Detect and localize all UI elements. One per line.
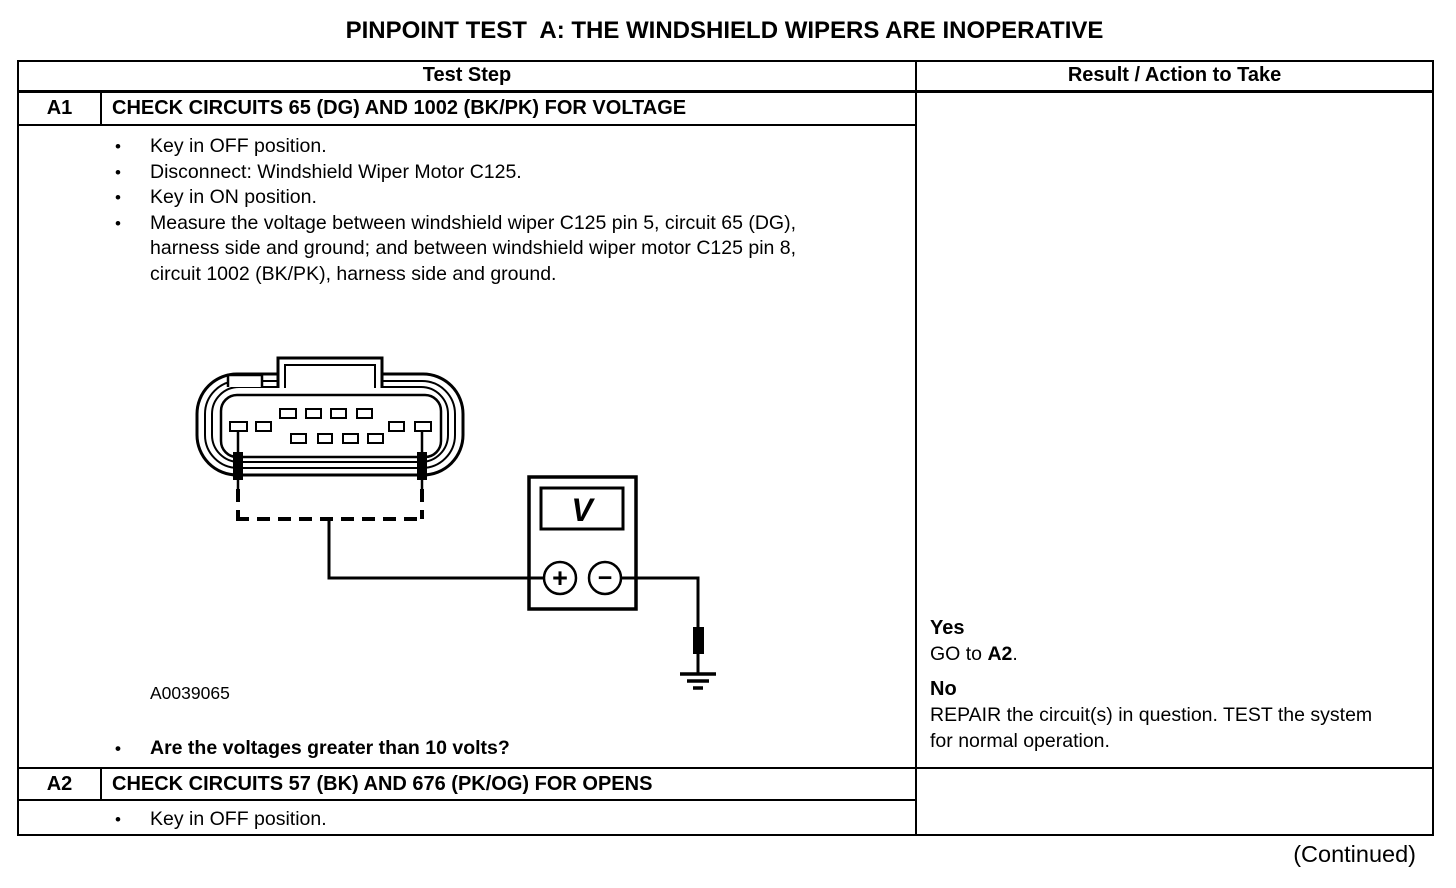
step-a2-body-cell: Key in OFF position. [16,799,918,836]
step-id-a1: A1 [17,90,102,126]
step-a2-result-cell [915,767,1435,836]
pinpoint-test-table: Test Step Result / Action to Take A1 CHE… [16,60,1435,836]
bullet-text: Measure the voltage between windshield w… [150,211,797,285]
positive-lead-wire [327,521,546,580]
result-column-header: Result / Action to Take [915,60,1435,93]
connector-top-tab [276,356,384,388]
ground-probe [693,627,704,654]
dashed-test-leads [236,489,424,521]
yes-action-prefix: GO to [930,643,988,665]
bullet-icon [115,807,150,833]
list-item: Disconnect: Windshield Wiper Motor C125. [19,160,915,186]
negative-lead-wire [620,576,700,629]
bullet-icon [115,185,150,211]
connector-step-notch [226,373,264,387]
plus-terminal-label: + [552,563,568,593]
figure-label: A0039065 [150,683,230,703]
result-yes-label: Yes [930,617,965,639]
continued-note: (Continued) [1293,841,1416,867]
table-header-row: Test Step Result / Action to Take [16,60,1435,93]
step-a1-title: CHECK CIRCUITS 65 (DG) AND 1002 (BK/PK) … [99,90,918,126]
step-a1-bullet-list: Key in OFF position. Disconnect: Windshi… [19,126,915,287]
connector-pins [229,408,432,444]
step-a1-question: Are the voltages greater than 10 volts? [19,736,832,762]
ground-symbol [680,627,716,690]
minus-terminal-label: − [598,564,613,592]
voltmeter: V + − [327,475,700,629]
step-a2-title: CHECK CIRCUITS 57 (BK) AND 676 (PK/OG) F… [99,767,918,801]
yes-action-target-step: A2 [987,643,1013,665]
bullet-icon [115,211,150,288]
step-a1-header-row: A1 CHECK CIRCUITS 65 (DG) AND 1002 (BK/P… [17,90,1435,769]
test-probe-left [233,431,243,489]
bullet-text: Disconnect: Windshield Wiper Motor C125. [150,160,522,183]
pin-8-cavity [414,421,432,432]
bullet-icon [115,134,150,160]
minus-terminal [587,560,623,596]
wiring-diagram: V + − [140,337,740,697]
question-text: Are the voltages greater than 10 volts? [150,737,510,759]
bullet-text: Key in OFF position. [150,808,327,830]
list-item: Key in OFF position. [19,807,915,833]
result-no-action: REPAIR the circuit(s) in question. TEST … [930,704,1373,752]
step-a2-header-row: A2 CHECK CIRCUITS 57 (BK) AND 676 (PK/OG… [17,767,1435,836]
list-item: Measure the voltage between windshield w… [19,211,915,288]
voltmeter-v-label: V [571,492,595,528]
step-a2-body-row: Key in OFF position. [16,799,1433,836]
bullet-text: Key in ON position. [150,186,317,208]
step-a1-result-cell: Yes GO to A2. No REPAIR the circuit(s) i… [915,90,1435,769]
plus-terminal [542,560,578,596]
result-yes-action: GO to A2. [930,641,1422,667]
bullet-text: Key in OFF position. [150,135,327,157]
result-no-label: No [930,678,957,700]
wiring-diagram-svg: V + − [195,356,716,690]
voltmeter-display [539,486,625,531]
step-a1-body-row: Key in OFF position. Disconnect: Windshi… [16,124,1433,769]
bullet-icon [115,736,150,762]
yes-action-suffix: . [1012,643,1018,665]
step-a1-body-cell: Key in OFF position. Disconnect: Windshi… [16,124,918,769]
test-step-column-header: Test Step [16,60,918,93]
connector-c125 [195,356,465,477]
bullet-icon [115,160,150,186]
list-item: Key in ON position. [19,185,915,211]
list-item: Key in OFF position. [19,134,915,160]
page-title: PINPOINT TEST A: THE WINDSHIELD WIPERS A… [345,17,1104,44]
test-probe-right [417,431,427,489]
step-id-a2: A2 [17,767,102,801]
pin-5-cavity [229,421,248,432]
